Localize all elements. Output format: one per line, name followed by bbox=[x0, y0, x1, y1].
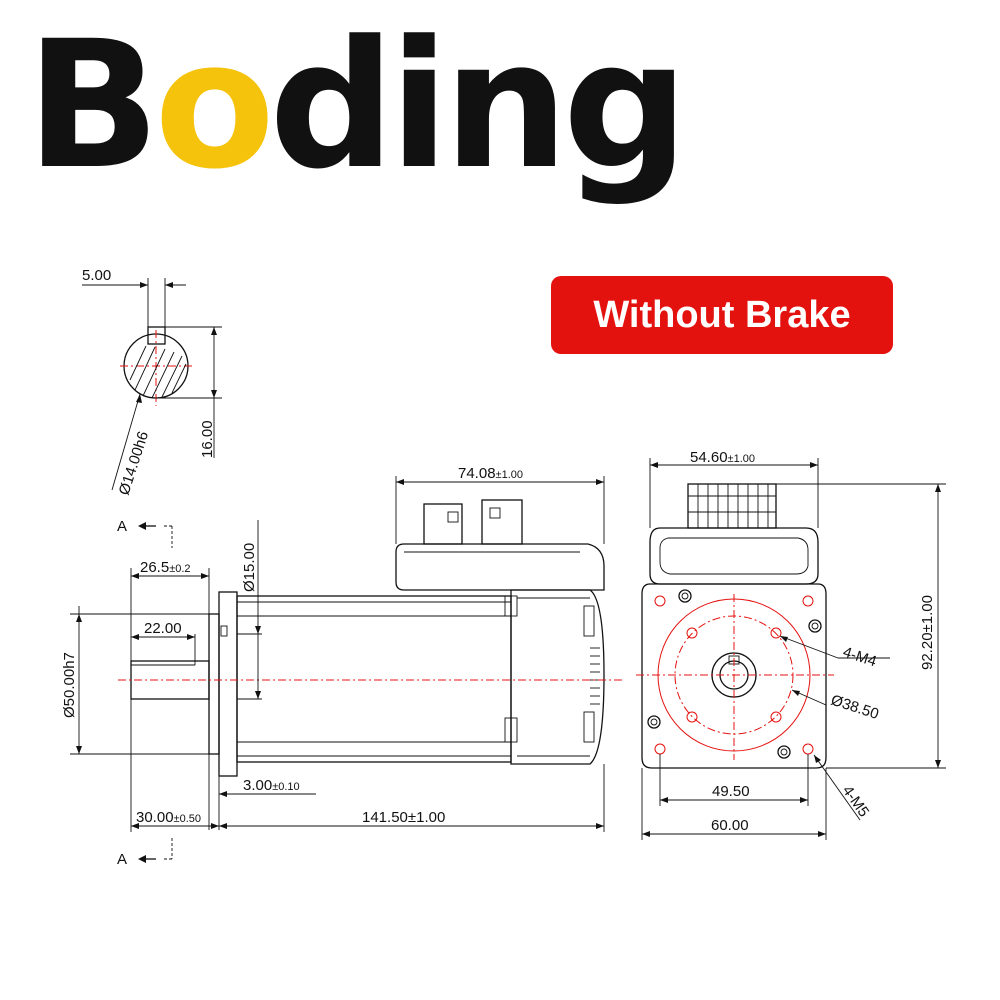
total-height-label: 92.20±1.00 bbox=[919, 595, 936, 670]
connector-length-label: 74.08±1.00 bbox=[458, 465, 523, 482]
section-arrow-top bbox=[138, 522, 173, 548]
section-label-top: A bbox=[117, 518, 127, 535]
flange-width-label: 60.00 bbox=[711, 817, 749, 834]
shaft-length-a-label: 26.5±0.2 bbox=[140, 559, 191, 576]
thread-m5-label: 4-M5 bbox=[839, 783, 873, 821]
without-brake-badge: Without Brake bbox=[551, 276, 893, 354]
key-width-label: 5.00 bbox=[82, 267, 111, 284]
connector-width-label: 54.60±1.00 bbox=[690, 449, 755, 466]
flange-thickness-label: 3.00±0.10 bbox=[243, 777, 300, 794]
motor-front-view bbox=[636, 483, 834, 769]
shaft-step-diameter-label: Ø15.00 bbox=[241, 543, 258, 592]
side-view-dimensions bbox=[70, 476, 605, 832]
section-arrow-bottom bbox=[138, 838, 173, 863]
shaft-length-b-label: 22.00 bbox=[144, 620, 182, 637]
pcd-label: Ø38.50 bbox=[829, 692, 881, 723]
boding-logo: Boding bbox=[26, 18, 689, 194]
badge-label: Without Brake bbox=[593, 293, 851, 336]
body-length-label: 141.50±1.00 bbox=[362, 809, 445, 826]
logo-letters-ding: ding bbox=[269, 3, 689, 208]
logo-letter-b: B bbox=[26, 3, 160, 208]
thread-m4-label: 4-M4 bbox=[841, 644, 879, 671]
logo-letter-o: o bbox=[154, 3, 275, 208]
motor-side-view bbox=[118, 499, 622, 777]
pilot-diameter-label: Ø50.00h7 bbox=[61, 652, 78, 718]
front-view-dimensions bbox=[641, 458, 946, 840]
shaft-diameter-label: Ø14.00h6 bbox=[116, 429, 153, 497]
section-label-bottom: A bbox=[117, 851, 127, 868]
shaft-cross-section bbox=[82, 278, 222, 491]
key-height-label: 16.00 bbox=[199, 420, 216, 458]
hole-spacing-label: 49.50 bbox=[712, 783, 750, 800]
shaft-extension-label: 30.00±0.50 bbox=[136, 809, 201, 826]
